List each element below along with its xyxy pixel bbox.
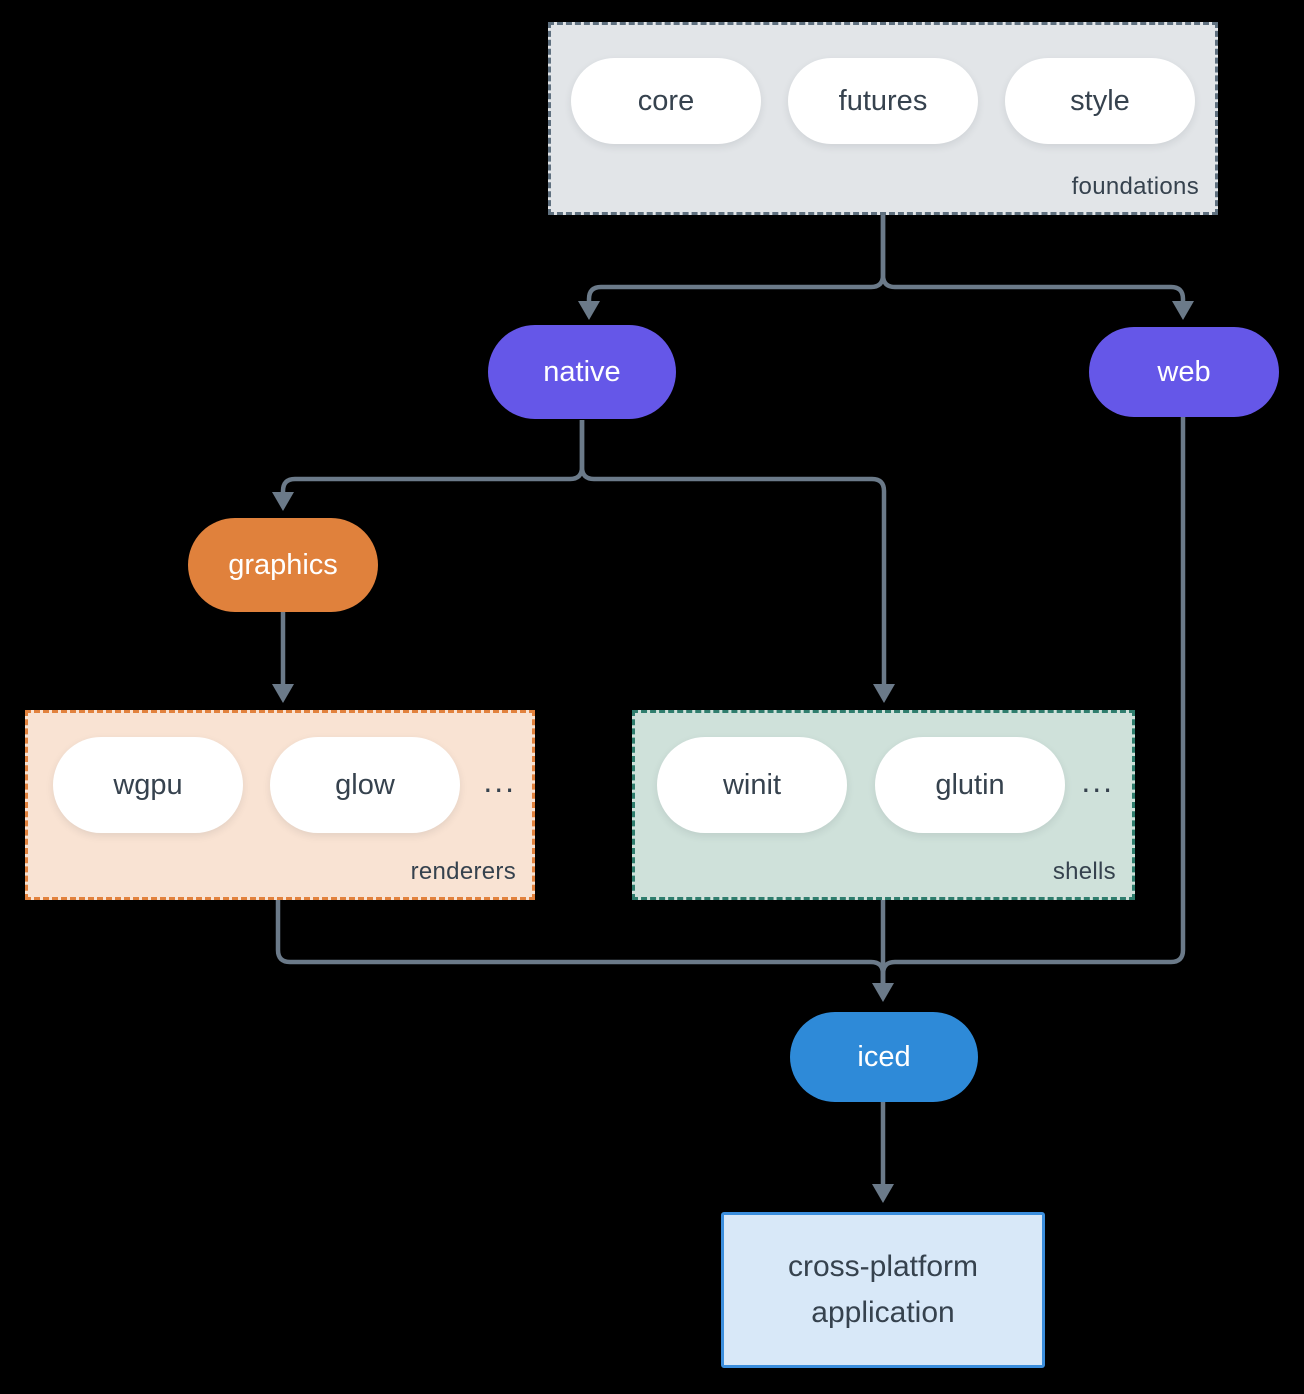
arrowhead-native: [578, 301, 600, 320]
renderers-ellipsis: ...: [483, 763, 516, 799]
node-winit: winit: [657, 737, 847, 833]
node-style-label: style: [1070, 84, 1130, 117]
node-native-label: native: [543, 355, 621, 388]
shells-group: winit glutin ... shells: [632, 710, 1135, 900]
application-label-line2: application: [811, 1296, 955, 1329]
node-glutin: glutin: [875, 737, 1065, 833]
renderers-group-label: renderers: [410, 858, 516, 885]
node-futures-label: futures: [838, 84, 928, 117]
node-web-label: web: [1157, 355, 1211, 388]
node-glow: glow: [270, 737, 460, 833]
node-futures: futures: [788, 58, 978, 144]
node-wgpu-label: wgpu: [113, 768, 183, 801]
node-glutin-label: glutin: [935, 768, 1005, 801]
node-native: native: [488, 325, 676, 419]
foundations-group: core futures style foundations: [548, 22, 1218, 215]
connector-native-graphics: [280, 420, 585, 494]
node-style: style: [1005, 58, 1195, 144]
node-iced: iced: [790, 1012, 978, 1102]
node-glow-label: glow: [335, 768, 395, 801]
node-web: web: [1089, 327, 1279, 417]
arrowhead-web: [1172, 301, 1194, 320]
node-core: core: [571, 58, 761, 144]
arrowhead-shells: [873, 684, 895, 703]
node-winit-label: winit: [722, 768, 781, 801]
renderers-group: wgpu glow ... renderers: [25, 710, 535, 900]
foundations-group-label: foundations: [1071, 173, 1199, 200]
arrowhead-graphics: [272, 492, 294, 511]
connector-foundations-native: [586, 215, 886, 303]
arrowhead-application: [872, 1184, 894, 1203]
node-wgpu: wgpu: [53, 737, 243, 833]
node-graphics: graphics: [188, 518, 378, 612]
connector-renderers-iced: [275, 900, 886, 985]
application-label-line1: cross-platform: [787, 1249, 979, 1283]
arrowhead-iced: [872, 983, 894, 1002]
connector-native-shells: [579, 420, 887, 686]
node-core-label: core: [637, 84, 695, 117]
arrowhead-renderers: [272, 684, 294, 703]
application-box: cross-platform application: [721, 1212, 1045, 1368]
connector-foundations-web: [880, 215, 1186, 303]
node-iced-label: iced: [857, 1040, 911, 1073]
shells-ellipsis: ...: [1081, 763, 1114, 799]
node-graphics-label: graphics: [228, 548, 338, 581]
shells-group-label: shells: [1052, 858, 1116, 885]
